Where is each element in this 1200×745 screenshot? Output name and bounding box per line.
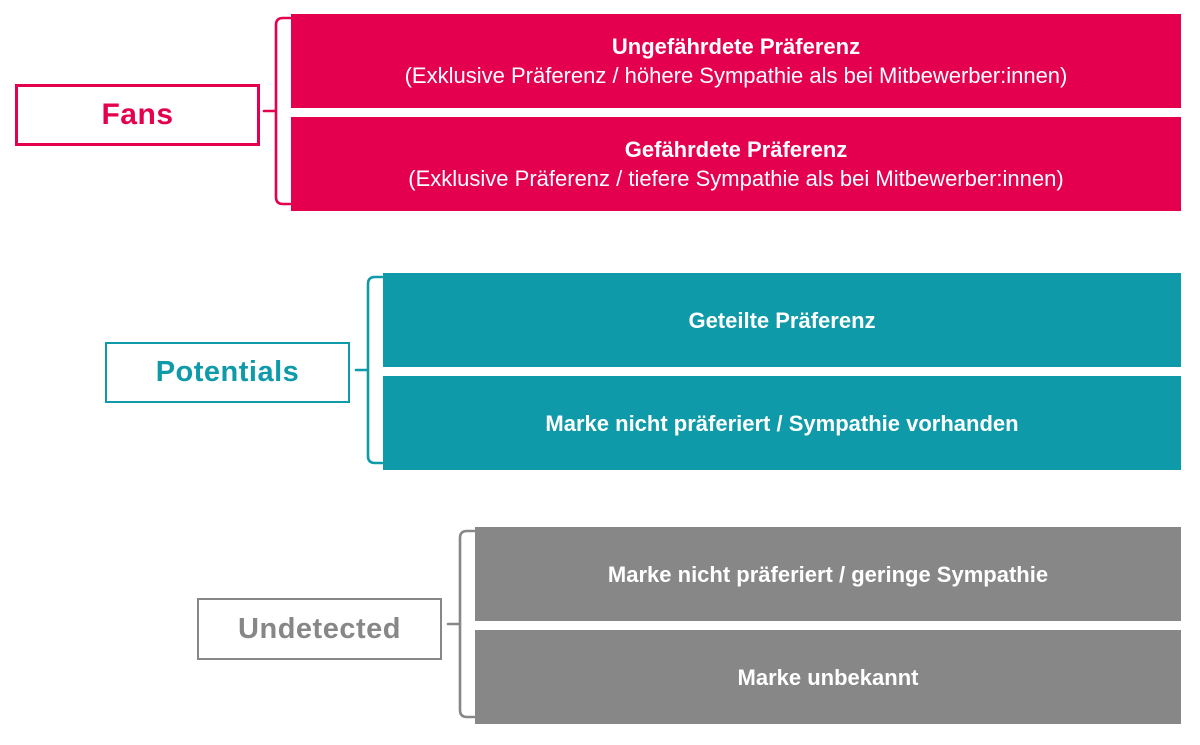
bar-nicht-praeferiert-geringe-sympathie: Marke nicht präferiert / geringe Sympath… [475, 527, 1181, 621]
bar-subtitle: (Exklusive Präferenz / höhere Sympathie … [404, 63, 1068, 88]
fans-label: Fans [101, 98, 174, 131]
bar-nicht-praeferiert-sympathie-vorhanden: Marke nicht präferiert / Sympathie vorha… [383, 376, 1181, 470]
bar-title: Marke unbekannt [737, 664, 919, 690]
potentials-label: Potentials [155, 356, 300, 388]
bar-marke-unbekannt: Marke unbekannt [475, 630, 1181, 724]
bar-ungefaehrdete-praeferenz: Ungefährdete Präferenz (Exklusive Präfer… [291, 14, 1181, 108]
potentials-label-box: Potentials [105, 342, 350, 403]
potentials-curly-brace-icon [354, 275, 384, 465]
bar-title: Marke nicht präferiert / Sympathie vorha… [545, 410, 1019, 436]
bar-title: Geteilte Präferenz [688, 307, 876, 333]
fans-curly-brace-icon [262, 16, 292, 206]
bar-title: Marke nicht präferiert / geringe Sympath… [607, 561, 1049, 587]
undetected-curly-brace-icon [446, 529, 476, 719]
bar-title: Ungefährdete Präferenz [611, 34, 861, 59]
bar-geteilte-praeferenz: Geteilte Präferenz [383, 273, 1181, 367]
undetected-label-box: Undetected [197, 598, 442, 660]
undetected-label: Undetected [238, 612, 401, 645]
bar-subtitle: (Exklusive Präferenz / tiefere Sympathie… [408, 166, 1064, 191]
fans-label-box: Fans [15, 84, 260, 146]
bar-title: Gefährdete Präferenz [624, 137, 848, 162]
bar-gefaehrdete-praeferenz: Gefährdete Präferenz (Exklusive Präferen… [291, 117, 1181, 211]
